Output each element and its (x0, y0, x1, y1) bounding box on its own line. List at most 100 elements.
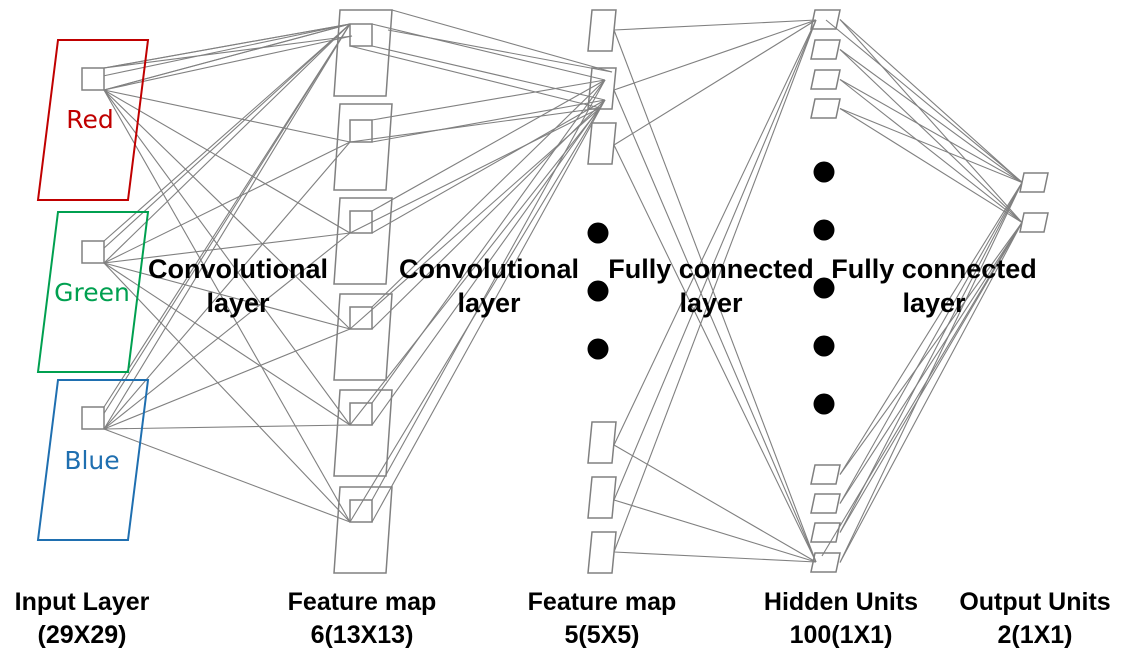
channel-label-red: Red (66, 105, 114, 134)
feature-map-2-tile (587, 9, 617, 52)
layer-label-fc-2: Fully connected layer (824, 252, 1044, 320)
conv1-line (103, 23, 351, 69)
conv1-line (103, 23, 351, 91)
bottom-label-line2: 5(5X5) (564, 621, 640, 649)
bottom-label-input-layer: Input Layer (29X29) (0, 586, 164, 652)
fc2-line (839, 108, 1023, 223)
feature-map-1-tile (333, 293, 393, 381)
fc2-line (839, 182, 1023, 533)
feature-map-1-square (349, 210, 373, 234)
conv1-line (103, 89, 351, 234)
fc2-line (825, 19, 1023, 183)
conv2-line (371, 79, 606, 308)
conv2-line (391, 9, 613, 73)
ellipsis-dot (813, 161, 835, 183)
feature-map-1-square (349, 402, 373, 426)
ellipsis-dot (813, 277, 835, 299)
feature-map-1-tile (333, 197, 393, 285)
fc2-line (839, 79, 1023, 183)
layer-label-fc-1: Fully connected layer (600, 252, 822, 320)
layer-label-line1: Convolutional (399, 254, 579, 284)
conv1-line (103, 23, 351, 430)
conv1-line (103, 35, 353, 91)
conv1-line (102, 23, 351, 250)
feature-map-1-tile (333, 486, 393, 574)
ellipsis-dot (587, 280, 609, 302)
conv1-line (102, 23, 351, 416)
conv2-line (387, 29, 613, 73)
feature-map-2-tile (587, 122, 617, 165)
bottom-label-line1: Output Units (959, 588, 1111, 616)
conv2-line (371, 79, 606, 501)
conv2-line (371, 99, 606, 523)
ellipsis-dot (813, 393, 835, 415)
layer-label-line2: layer (457, 288, 521, 318)
conv2-line (349, 45, 601, 109)
fc2-line (839, 222, 1023, 475)
feature-map-1-tile (333, 9, 393, 97)
bottom-label-line1: Input Layer (14, 588, 150, 616)
fc1-line (613, 19, 817, 146)
fc2-line (839, 222, 1023, 533)
hidden-unit (810, 98, 841, 119)
conv1-line (103, 89, 351, 143)
hidden-unit (810, 69, 841, 90)
layer-label-line2: layer (206, 288, 270, 318)
ellipsis-dot (813, 219, 835, 241)
bottom-label-hidden-units: Hidden Units 100(1X1) (744, 586, 938, 652)
fc2-line (839, 182, 1023, 504)
conv1-line (103, 428, 351, 523)
bottom-label-line2: 6(13X13) (310, 621, 414, 649)
conv1-line (103, 23, 351, 242)
conv1-line (103, 328, 351, 430)
conv2-line (349, 107, 601, 143)
receptive-field-square (81, 406, 105, 430)
conv2-line (371, 79, 606, 212)
feature-map-1-square (349, 119, 373, 143)
conv2-line (371, 79, 606, 404)
hidden-unit (810, 464, 841, 485)
feature-map-1-square (349, 499, 373, 523)
conv1-line (102, 23, 351, 77)
fc1-line (613, 551, 817, 563)
layer-label-conv-1: Convolutional layer (140, 252, 336, 320)
conv2-line (371, 79, 606, 121)
conv1-line (103, 262, 351, 523)
bottom-label-line2: 2(1X1) (997, 621, 1073, 649)
ellipsis-dot (587, 338, 609, 360)
conv2-line (371, 45, 606, 101)
feature-map-2-tile (587, 421, 617, 464)
fc2-line (839, 19, 1023, 183)
fc1-line (613, 19, 817, 91)
conv2-line (371, 99, 606, 234)
fc1-line (613, 444, 817, 563)
fc2-line (839, 182, 1023, 475)
hidden-unit (810, 39, 841, 60)
fc2-line (839, 107, 1023, 184)
conv1-line (103, 23, 351, 408)
feature-map-1-square (349, 306, 373, 330)
fc1-line (613, 89, 817, 563)
conv2-line (371, 99, 606, 426)
fc1-line (613, 19, 817, 553)
conv2-line (371, 23, 606, 81)
ellipsis-dot (813, 335, 835, 357)
bottom-label-feature-map-1: Feature map 6(13X13) (270, 586, 454, 652)
feature-map-1-tile (333, 103, 393, 191)
fc2-line (821, 221, 1023, 557)
fc2-line (839, 222, 1023, 504)
channel-label-green: Green (54, 278, 130, 307)
layer-label-line1: Convolutional (148, 254, 328, 284)
feature-map-2-tile (587, 531, 617, 574)
conv1-line (103, 89, 351, 426)
conv1-line (103, 424, 351, 430)
fc1-line (613, 29, 817, 563)
bottom-label-output-units: Output Units 2(1X1) (944, 586, 1126, 652)
hidden-unit (810, 552, 841, 573)
output-unit (1019, 212, 1049, 233)
fc2-line (839, 49, 1023, 183)
bottom-label-line2: 100(1X1) (789, 621, 893, 649)
channel-label-blue: Blue (64, 446, 120, 475)
conv1-line (103, 141, 351, 430)
conv1-line (103, 141, 351, 264)
